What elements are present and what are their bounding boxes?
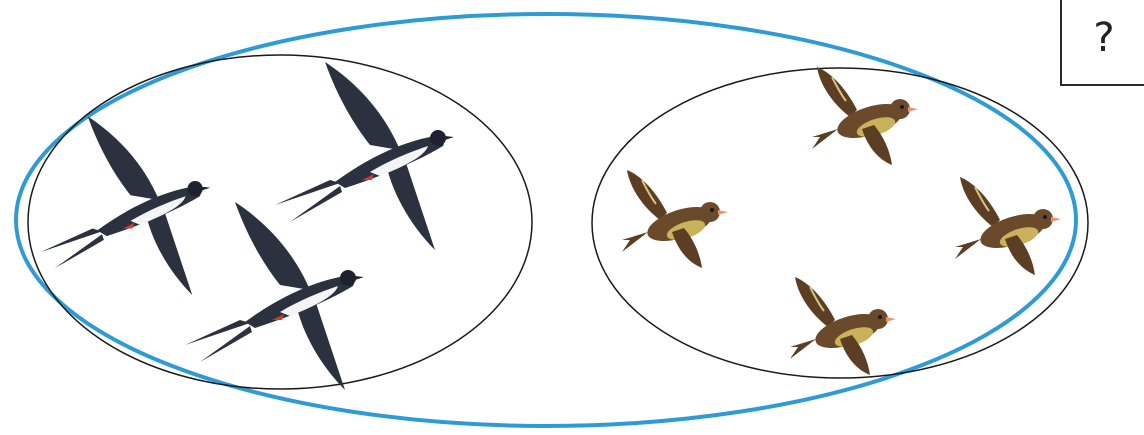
sparrow-bird-2 [622,170,728,268]
sparrow-bird-1 [812,67,918,165]
question-box: ? [1060,0,1144,86]
sparrow-bird-3 [955,177,1061,275]
sparrow-bird-4 [790,277,896,375]
question-mark: ? [1093,15,1114,61]
swallow-bird-2 [40,116,210,295]
swallow-bird-3 [185,202,364,390]
swallow-bird-1 [275,62,454,250]
